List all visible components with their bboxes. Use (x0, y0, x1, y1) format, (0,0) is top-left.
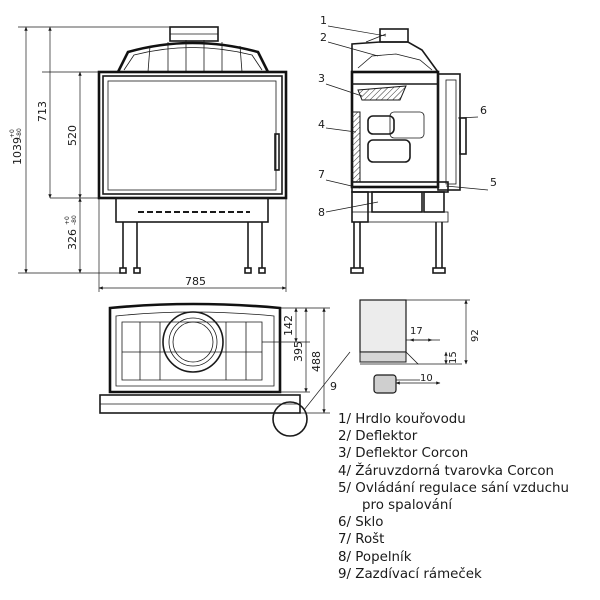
callout-6: 6 (480, 104, 487, 117)
dim-plan-142: 142 (282, 315, 295, 336)
callout-1: 1 (320, 14, 327, 27)
legend-item-5: 5/ Ovládání regulace sání vzduchu (338, 480, 569, 496)
legend-item-3: 3/ Deflektor Corcon (338, 446, 469, 462)
dim-plan-395: 395 (292, 341, 305, 362)
callout-4: 4 (318, 118, 325, 131)
dim-total-height-tol-plus: +0 (9, 129, 16, 138)
dim-leg-height-tol-plus: +0 (64, 216, 71, 225)
legend-item-6: 6/ Sklo (338, 515, 384, 531)
callouts: 1 2 3 4 5 6 7 8 (318, 14, 497, 219)
front-dimensions: 1039 +0 -80 713 520 326 +0 -80 785 (9, 26, 287, 292)
callout-7: 7 (318, 168, 325, 181)
callout-8: 8 (318, 206, 325, 219)
dim-total-height: 1039 (11, 137, 24, 165)
callout-2: 2 (320, 31, 327, 44)
callout-3: 3 (318, 72, 325, 85)
legend-item-9: 9/ Zazdívací rámeček (338, 566, 482, 582)
callout-9: 9 (330, 380, 337, 393)
dim-glass-height: 520 (66, 125, 79, 146)
legend-item-5-continued: pro spalování (362, 498, 453, 514)
side-view (350, 28, 467, 274)
callout-5: 5 (490, 176, 497, 189)
dim-leg-height: 326 (66, 229, 79, 250)
front-view (97, 26, 288, 274)
dim-width: 785 (185, 275, 206, 288)
legend-item-2: 2/ Deflektor (338, 429, 418, 445)
dim-leg-height-tol-minus: -80 (71, 215, 78, 225)
detail-view: 17 92 15 10 9 (303, 299, 481, 411)
dim-plan-488: 488 (310, 351, 323, 372)
dim-body-height: 713 (36, 101, 49, 122)
legend-item-1: 1/ Hrdlo kouřovodu (338, 412, 466, 427)
dim-detail-92: 92 (470, 329, 481, 342)
dim-detail-10: 10 (420, 373, 433, 384)
dim-detail-15: 15 (448, 351, 459, 364)
legend: 1/ Hrdlo kouřovodu 2/ Deflektor 3/ Defle… (338, 411, 600, 583)
legend-item-8: 8/ Popelník (338, 549, 412, 565)
legend-item-4: 4/ Žáruvzdorná tvarovka Corcon (338, 463, 555, 479)
dim-total-height-tol-minus: -80 (16, 128, 23, 138)
plan-view (99, 302, 308, 437)
legend-item-7: 7/ Rošt (338, 532, 385, 548)
plan-dimensions: 142 395 488 (262, 307, 330, 414)
dim-detail-17: 17 (410, 326, 423, 337)
